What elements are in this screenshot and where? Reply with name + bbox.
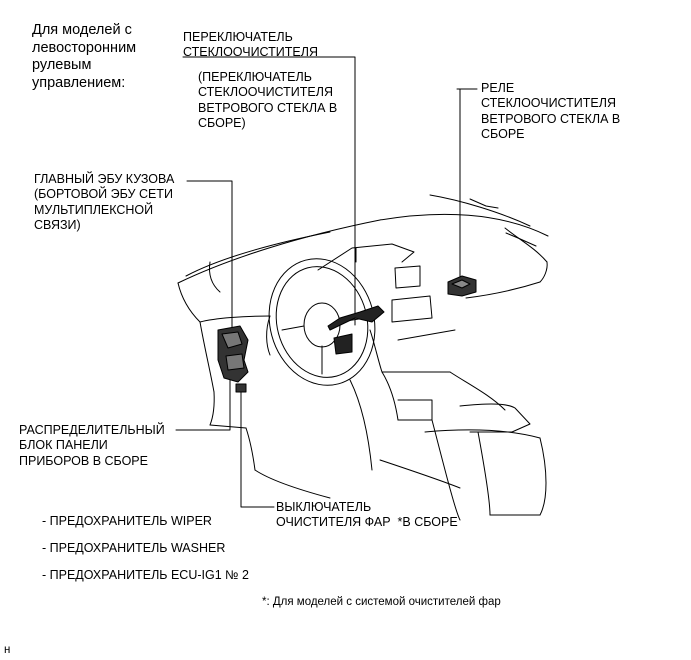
fuse-wiper: - ПРЕДОХРАНИТЕЛЬ WIPER <box>42 514 212 528</box>
wiper-relay-label: РЕЛЕ СТЕКЛООЧИСТИТЕЛЯ ВЕТРОВОГО СТЕКЛА В… <box>481 81 621 141</box>
leader-lines <box>175 56 478 508</box>
dash-outline <box>177 194 549 521</box>
wiper-switch-subtitle: (ПЕРЕКЛЮЧАТЕЛЬ СТЕКЛООЧИСТИТЕЛЯ ВЕТРОВОГ… <box>198 70 338 130</box>
footnote: *: Для моделей с системой очистителей фа… <box>262 596 501 608</box>
fuse-washer: - ПРЕДОХРАНИТЕЛЬ WASHER <box>42 541 226 555</box>
body-ecu-part <box>217 325 249 383</box>
main-body-ecu-label: ГЛАВНЫЙ ЭБУ КУЗОВА (БОРТОВОЙ ЭБУ СЕТИ МУ… <box>34 172 175 232</box>
fuse-ecu-ig1: - ПРЕДОХРАНИТЕЛЬ ECU-IG1 № 2 <box>42 568 249 582</box>
headlamp-switch-part <box>235 383 247 393</box>
models-note: Для моделей с левосторонним рулевым упра… <box>32 22 137 92</box>
headlamp-cleaner-switch-label: ВЫКЛЮЧАТЕЛЬ ОЧИСТИТЕЛЯ ФАР *В СБОРЕ <box>276 500 458 530</box>
corner-mark: н <box>4 644 11 656</box>
wiper-switch-title: ПЕРЕКЛЮЧАТЕЛЬ СТЕКЛООЧИСТИТЕЛЯ <box>183 30 318 60</box>
junction-block-label: РАСПРЕДЕЛИТЕЛЬНЫЙ БЛОК ПАНЕЛИ ПРИБОРОВ В… <box>19 423 165 468</box>
wiper-relay-part <box>447 275 477 297</box>
wiper-switch-part <box>327 305 385 355</box>
steering-wheel <box>268 258 376 386</box>
